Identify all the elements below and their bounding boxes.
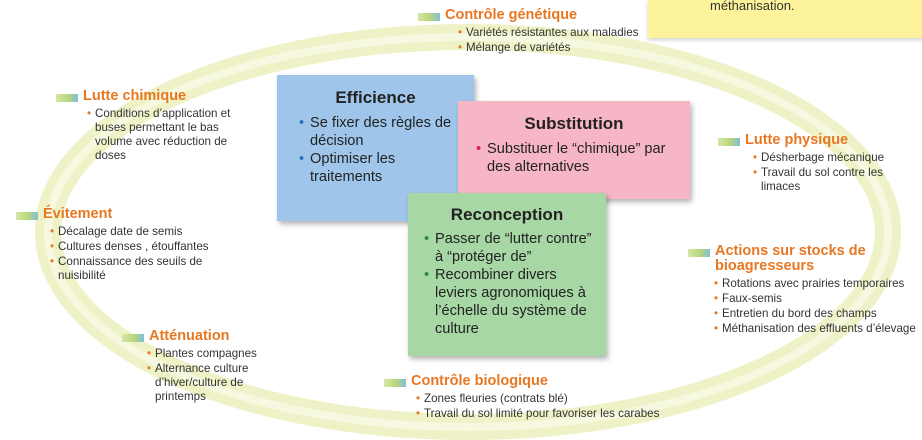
- list-item: Conditions d’application et buses permet…: [87, 107, 237, 163]
- category-title: Évitement: [43, 206, 113, 222]
- category-evitement: Évitement Décalage date de semis Culture…: [16, 207, 250, 284]
- box-item: Optimiser les traitements: [299, 150, 464, 186]
- category-lutte-physique: Lutte physique Désherbage mécanique Trav…: [718, 133, 913, 195]
- list-item: Plantes compagnes: [147, 347, 292, 361]
- box-title: Reconception: [450, 205, 564, 224]
- list-item: Faux-semis: [714, 292, 922, 306]
- list-item: Décalage date de semis: [50, 225, 250, 239]
- category-actions-stocks: Actions sur stocks de bioagresseurs Rota…: [688, 244, 922, 337]
- box-title: Efficience: [335, 88, 416, 107]
- list-item: Travail du sol contre les limaces: [753, 166, 913, 194]
- category-title: Contrôle biologique: [411, 373, 548, 389]
- list-item: Zones fleuries (contrats blé): [416, 392, 736, 406]
- flag-icon: [688, 249, 710, 257]
- list-item: Entretien du bord des champs: [714, 307, 922, 321]
- reconception-box: Reconception Passer de “lutter contre” à…: [408, 193, 606, 356]
- flag-icon: [718, 138, 740, 146]
- note-text: méthanisation.: [710, 0, 795, 13]
- category-title: Contrôle génétique: [445, 7, 578, 23]
- list-item: Cultures denses , étouffantes: [50, 240, 250, 254]
- box-item: Recombiner divers leviers agronomiques à…: [424, 266, 600, 338]
- flag-icon: [418, 13, 440, 21]
- list-item: Connaissance des seuils de nuisibilité: [50, 255, 250, 283]
- substitution-box: Substitution Substituer le “chimique” pa…: [458, 101, 690, 199]
- flag-icon: [384, 379, 406, 387]
- list-item: Désherbage mécanique: [753, 151, 913, 165]
- category-attenuation: Atténuation Plantes compagnes Alternance…: [122, 329, 292, 405]
- list-item: Mélange de variétés: [458, 41, 639, 55]
- list-item: Méthanisation des effluents d’élevage: [714, 322, 922, 336]
- category-controle-genetique: Contrôle génétique Variétés résistantes …: [418, 8, 639, 56]
- list-item: Rotations avec prairies temporaires: [714, 277, 922, 291]
- category-title: Actions sur stocks de bioagresseurs: [715, 243, 866, 274]
- box-item: Se fixer des règles de décision: [299, 114, 464, 150]
- category-title: Lutte chimique: [83, 88, 187, 104]
- box-item: Passer de “lutter contre” à “protéger de…: [424, 230, 600, 266]
- box-item: Substituer le “chimique” par des alterna…: [476, 140, 681, 176]
- list-item: Travail du sol limité pour favoriser les…: [416, 407, 736, 421]
- flag-icon: [16, 212, 38, 220]
- category-lutte-chimique: Lutte chimique Conditions d’application …: [56, 89, 237, 164]
- category-title: Atténuation: [149, 328, 230, 344]
- list-item: Alternance culture d’hiver/culture de pr…: [147, 362, 292, 404]
- box-title: Substitution: [524, 114, 624, 133]
- category-title: Lutte physique: [745, 132, 849, 148]
- flag-icon: [56, 94, 78, 102]
- sticky-note: méthanisation.: [648, 0, 922, 38]
- list-item: Variétés résistantes aux maladies: [458, 26, 639, 40]
- flag-icon: [122, 334, 144, 342]
- category-controle-biologique: Contrôle biologique Zones fleuries (cont…: [384, 374, 736, 422]
